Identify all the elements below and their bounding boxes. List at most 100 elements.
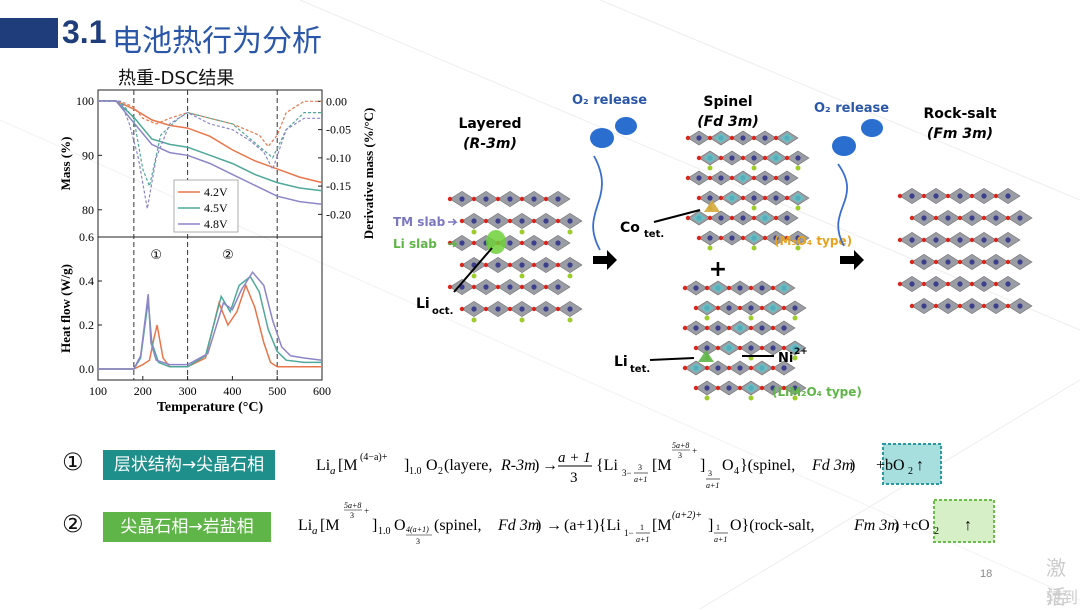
tm-atom [543,306,549,312]
oxygen-atom [507,218,513,224]
eq2-f1: 1 [640,523,644,532]
eq1-o: O [426,457,438,474]
eq1-bracket: ] [404,457,409,474]
ni-label: Ni [778,351,793,366]
oxygen-atom [726,325,732,331]
oxygen-atom [471,284,477,290]
tetrahedral-site [736,173,750,183]
layered-lattice [447,190,583,323]
eq1-highlight-box [882,443,942,485]
tetrahedral-site [725,193,739,203]
oxygen-atom [897,281,903,287]
oxygen-atom [715,385,721,391]
eq1-exp-plus: + [692,446,697,456]
tm-atom [543,262,549,268]
oxygen-atom [933,215,939,221]
tm-atom [543,218,549,224]
y2-tick-label: 0.00 [326,94,347,108]
tm-atom [981,193,987,199]
li-atom [792,355,798,361]
eq1-sub-fa1: a+1 [706,481,719,490]
eq2-sub-den: 3 [416,537,420,546]
oxygen-atom [909,303,915,309]
co-tet-arrow-icon [653,209,701,223]
oxygen-atom [784,195,790,201]
li-tet-sub: tet. [630,364,650,375]
oxygen-atom [1005,303,1011,309]
tm-atom [933,193,939,199]
tm-atom [483,196,489,202]
watermark-line-2: 转到 [1046,588,1079,607]
y-tick-label: 0.4 [79,274,94,288]
tm-atom [567,218,573,224]
tm-atom [969,303,975,309]
o2-bubble-icon-1 [590,128,614,148]
oxygen-atom [459,306,465,312]
y2-tick-label: -0.20 [326,207,351,221]
tm-atom [773,195,779,201]
oxygen-atom [770,285,776,291]
co-tet-site [704,200,720,212]
oxygen-atom [471,240,477,246]
spinel-lattice-top [685,130,810,251]
eq2-o: O [394,517,406,534]
oxygen-atom [507,306,513,312]
oxygen-atom [459,218,465,224]
oxygen-atom [447,284,453,290]
m3o4-label: (M₃O₄ type) [774,234,852,248]
tetrahedral-site [744,383,758,393]
y2-axis-label: Derivative mass (%/°C) [361,108,376,240]
tm-atom [969,259,975,265]
oxygen-atom [921,237,927,243]
li-atom [795,205,801,211]
li-atom [519,317,525,323]
tm-atom [933,281,939,287]
oxygen-atom [682,365,688,371]
tm-atom [1005,281,1011,287]
tetrahedral-site [703,153,717,163]
oxygen-atom [770,325,776,331]
tm-atom [921,303,927,309]
eq2-up-arrow-icon: ↑ [964,517,972,534]
tm-atom [707,235,713,241]
eq1-frac-den: 3 [570,470,578,486]
oxygen-atom [773,175,779,181]
oxygen-atom [707,175,713,181]
oxygen-atom [555,218,561,224]
oxygen-atom [957,303,963,309]
oxygen-atom [715,305,721,311]
tm-atom [759,325,765,331]
page-title: 电池热行为分析 [112,24,322,59]
eq2-sub1: 1− [624,528,634,538]
oxygen-atom [471,196,477,202]
tm-atom [792,305,798,311]
tm-atom [495,306,501,312]
layered-group: (R-3m) [463,136,517,152]
eq1-phase2: }(spinel, [740,457,795,474]
eq1-f3: 3 [638,463,642,472]
li-oct-sub: oct. [432,306,453,317]
mass-line-4.5V [98,100,323,192]
oxygen-atom [696,195,702,201]
tetrahedral-site [788,343,802,353]
eq1-arrow: → [542,457,558,474]
tm-atom [729,155,735,161]
li-atom [471,229,477,235]
tm-atom [795,155,801,161]
oxygen-atom [969,281,975,287]
oxygen-atom [519,284,525,290]
eq1-o4-sub: 4 [734,466,739,477]
li-atom [795,245,801,251]
oxygen-atom [933,259,939,265]
oxygen-atom [543,196,549,202]
oxygen-atom [693,345,699,351]
tm-atom [737,285,743,291]
tm-atom [507,284,513,290]
oxygen-atom [993,281,999,287]
tm-atom [715,325,721,331]
tm-atom [555,240,561,246]
oxygen-atom [685,175,691,181]
li-atom [792,395,798,401]
tm-atom [704,345,710,351]
